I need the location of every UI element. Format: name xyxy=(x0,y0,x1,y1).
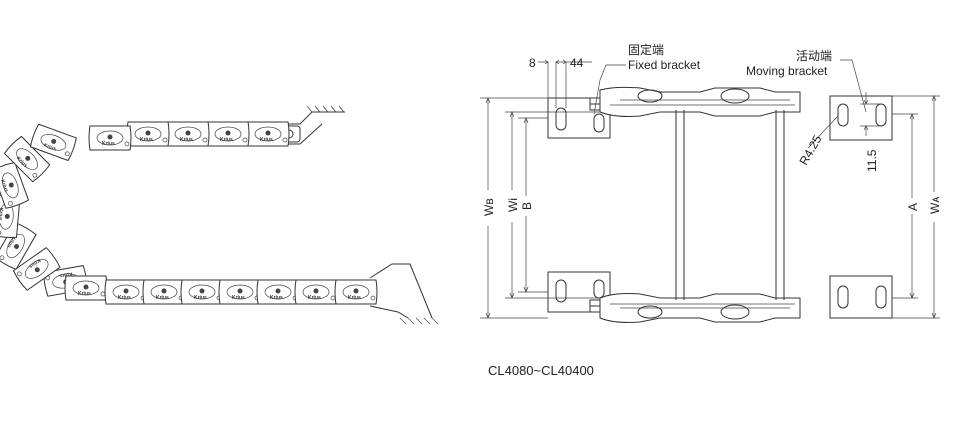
wb-label: Wʙ xyxy=(482,198,496,216)
dim-8-label: 8 xyxy=(529,56,536,70)
link-marking-text: Krius xyxy=(43,142,57,152)
chain-link: Krius xyxy=(294,279,338,305)
link-marking-text: Krius xyxy=(102,141,115,147)
dim-wb xyxy=(480,97,548,319)
dim-8-44 xyxy=(538,59,592,108)
chain-link: Krius xyxy=(166,121,210,147)
chain-links: KriusKriusKriusKriusKriusKriusKriusKrius… xyxy=(0,121,378,305)
radius-leader xyxy=(807,115,839,149)
link-marking-text: Krius xyxy=(118,295,131,301)
chain-link: Krius xyxy=(3,135,51,183)
dim-11-5 xyxy=(860,92,880,136)
moving-bracket-top xyxy=(829,95,893,141)
chain-link: Krius xyxy=(256,279,300,305)
chain-link: Krius xyxy=(206,121,250,147)
chain-link: Krius xyxy=(218,279,262,305)
link-marking-text: Krius xyxy=(348,295,361,301)
dim-wi xyxy=(505,111,600,299)
fixed-bracket-en-label: Fixed bracket xyxy=(628,58,701,72)
chain-link: Krius xyxy=(64,275,108,301)
chain-link: Krius xyxy=(246,121,290,147)
moving-bracket-leader xyxy=(840,59,867,113)
link-marking-text: Krius xyxy=(180,137,193,143)
link-marking-text: Krius xyxy=(232,295,245,301)
chain-link: Krius xyxy=(88,125,132,151)
link-marking-text: Krius xyxy=(59,271,73,279)
cable-chain-top-view: 8 44 固定端 Fixed bracket 活动端 Moving bracke… xyxy=(480,42,942,323)
link-marking-text: Krius xyxy=(78,291,91,297)
wa-label: Wᴀ xyxy=(928,197,942,214)
link-marking-text: Krius xyxy=(0,179,9,193)
link-marking-text: Krius xyxy=(156,295,169,301)
dim-wa xyxy=(892,95,940,319)
chain-link: Krius xyxy=(334,279,378,305)
fixed-bracket-leader xyxy=(593,64,626,115)
chain-link: Krius xyxy=(0,161,30,209)
link-marking-text: Krius xyxy=(0,208,4,221)
chain-link: Krius xyxy=(142,279,186,305)
dim-44-label: 44 xyxy=(570,56,584,70)
link-marking-text: Krius xyxy=(194,295,207,301)
link-marking-text: Krius xyxy=(220,137,233,143)
chain-link: Krius xyxy=(29,123,77,162)
chain-side-plates xyxy=(599,86,801,323)
cable-chain-side-view: KriusKriusKriusKriusKriusKriusKriusKrius… xyxy=(0,105,439,325)
fixed-bracket-cn-label: 固定端 xyxy=(628,42,664,57)
chain-link: Krius xyxy=(180,279,224,305)
link-marking-text: Krius xyxy=(260,137,273,143)
radius-label: R4.25 xyxy=(796,132,824,167)
link-marking-text: Krius xyxy=(270,295,283,301)
link-marking-text: Krius xyxy=(308,295,321,301)
bottom-mount-bracket xyxy=(369,263,439,325)
dim-11-5-label: 11.5 xyxy=(865,149,879,172)
b-label: B xyxy=(520,202,534,210)
chain-link: Krius xyxy=(0,222,37,270)
wi-label: Wi xyxy=(506,198,520,212)
chain-link: Krius xyxy=(126,121,170,147)
moving-bracket-bottom xyxy=(829,275,893,319)
moving-bracket-cn-label: 活动端 xyxy=(796,49,832,63)
dim-a xyxy=(892,113,918,299)
chain-link: Krius xyxy=(12,247,61,291)
model-caption: CL4080~CL40400 xyxy=(488,363,594,378)
dim-b xyxy=(518,117,548,293)
a-label: A xyxy=(906,203,920,211)
link-marking-text: Krius xyxy=(140,137,153,143)
chain-link: Krius xyxy=(104,279,148,305)
link-marking-text: Krius xyxy=(5,235,17,249)
moving-bracket-en-label: Moving bracket xyxy=(746,64,828,78)
